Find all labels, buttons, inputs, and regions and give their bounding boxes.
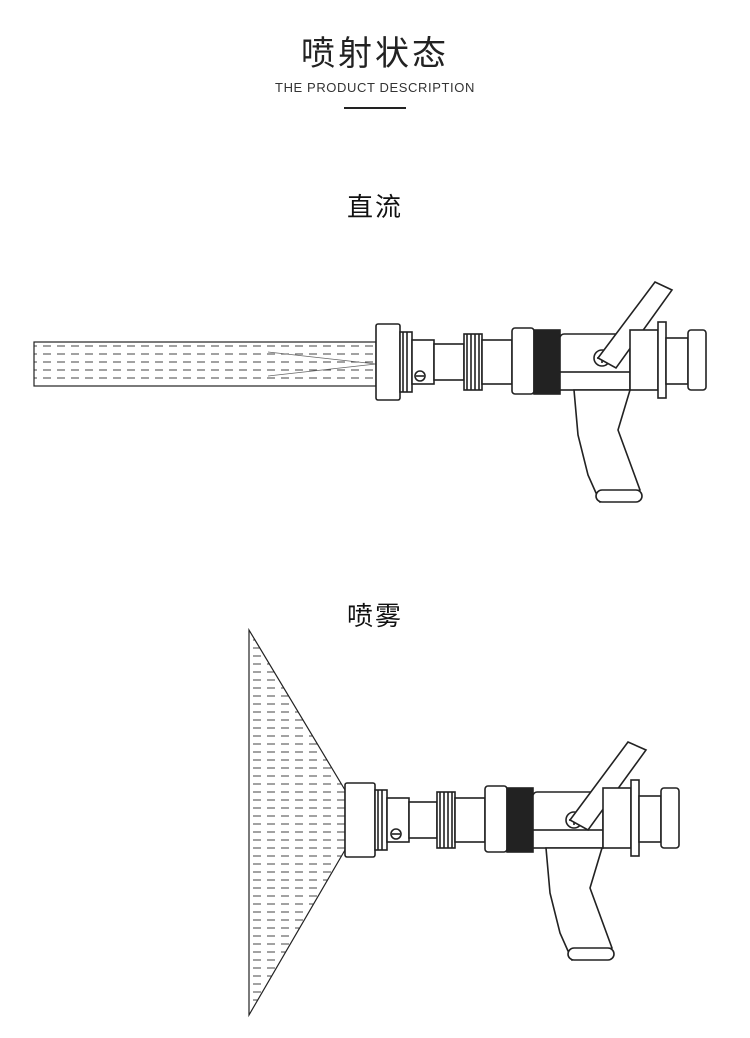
nozzle-body-1 (375, 280, 707, 503)
spray-label: 喷雾 (346, 602, 403, 632)
water-jet-straight (33, 341, 377, 387)
straight-stream-diagram (33, 280, 707, 503)
nozzle-body-2 (344, 741, 680, 961)
straight-stream-label: 直流 (346, 193, 403, 223)
water-spray-cone (248, 627, 346, 1018)
page-subtitle: THE PRODUCT DESCRIPTION (275, 80, 475, 95)
page-title: 喷射状态 (301, 34, 449, 74)
spray-diagram (248, 627, 680, 1018)
title-underline (344, 107, 406, 109)
